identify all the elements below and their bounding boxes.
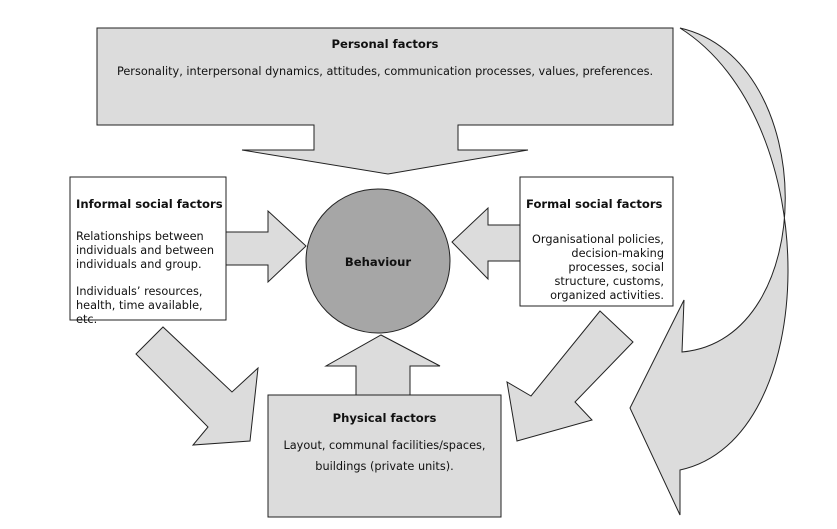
informal-factors-title: Informal social factors [76,197,223,211]
physical-factors-line2: buildings (private units). [315,460,454,473]
informal-to-behaviour-arrow [225,209,307,284]
personal-factors-arrow [96,27,674,175]
formal-factors-box [519,176,674,307]
formal-to-physical-arrow [506,310,634,442]
behaviour-label: Behaviour [344,255,412,269]
informal-factors-line3: individuals and group. [76,258,202,271]
informal-factors-box [69,176,227,321]
formal-factors-line4: structure, customs, [554,275,664,288]
personal-factors-text: Personality, interpersonal dynamics, att… [116,65,654,78]
formal-factors-title: Formal social factors [526,197,663,211]
informal-factors-line4: Individuals’ resources, [76,285,203,298]
formal-factors-line5: organized activities. [550,289,664,302]
formal-factors-line3: processes, social [568,261,664,274]
formal-factors-line2: decision-making [571,247,664,260]
physical-factors-box [267,394,502,518]
informal-to-physical-arrow [135,326,259,446]
formal-to-behaviour-arrow [451,206,521,281]
physical-to-behaviour-arrow [324,334,441,396]
informal-factors-line2: individuals and between [76,244,214,257]
informal-factors-line5: health, time available, etc. [76,299,203,326]
behaviour-circle [305,188,451,334]
feedback-curved-arrow [629,27,789,516]
formal-factors-line1: Organisational policies, [532,233,664,246]
physical-factors-line1: Layout, communal facilities/spaces, [283,439,486,452]
physical-factors-title: Physical factors [332,411,437,425]
personal-factors-title: Personal factors [331,37,439,51]
informal-factors-line1: Relationships between [76,230,204,243]
